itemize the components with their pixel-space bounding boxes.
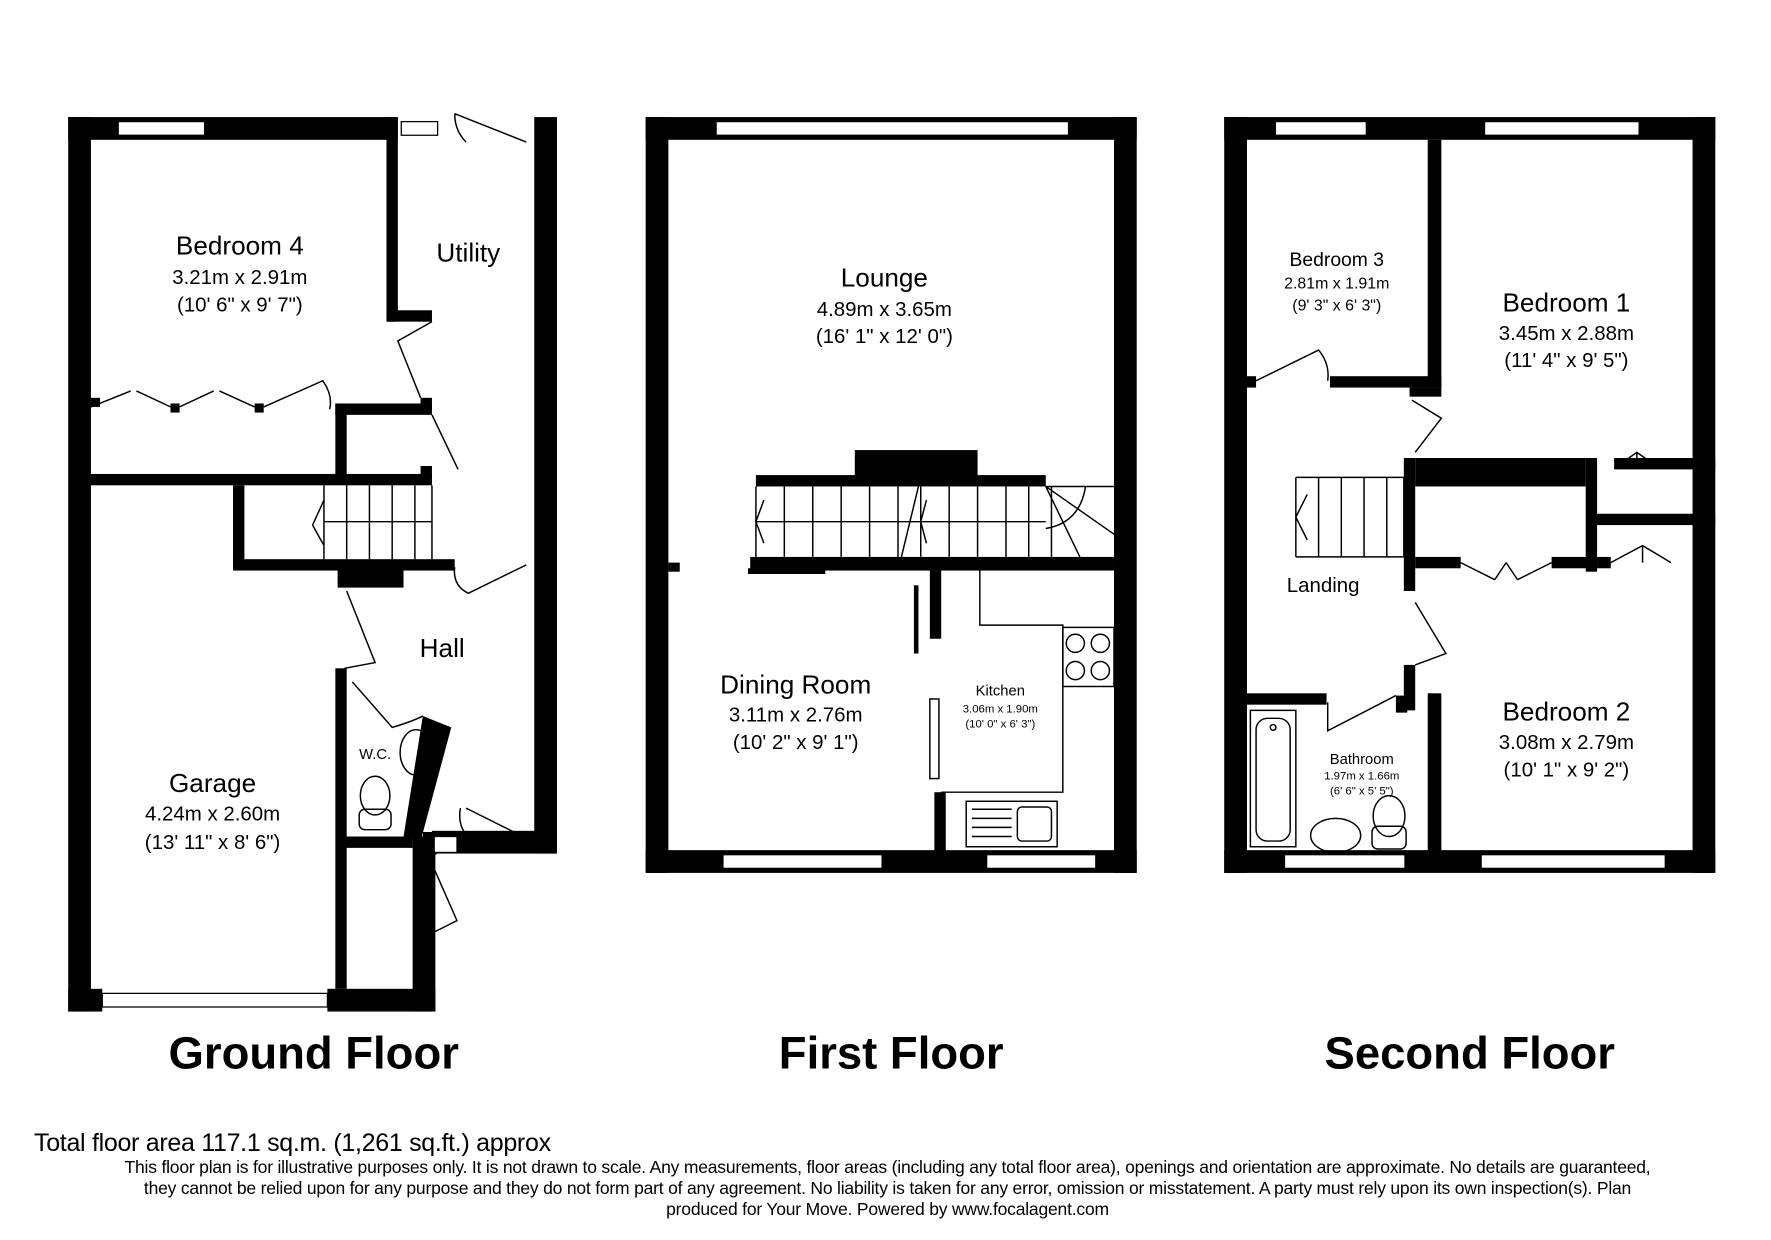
room-size-bedroom2-imperial: (10' 1" x 9' 2") — [1504, 758, 1630, 781]
room-name-bedroom3: Bedroom 3 — [1290, 250, 1384, 271]
room-size-bedroom1-imperial: (11' 4" x 9' 5") — [1504, 349, 1628, 372]
room-name-landing: Landing — [1287, 574, 1360, 597]
room-size-bedroom4-imperial: (10' 6" x 9' 7") — [177, 293, 303, 316]
disclaimer-line-1: This floor plan is for illustrative purp… — [124, 1157, 1651, 1177]
room-name-garage: Garage — [169, 768, 256, 798]
disclaimer-line-2: they cannot be relied upon for any purpo… — [143, 1178, 1632, 1198]
room-size-kitchen-metric: 3.06m x 1.90m — [963, 704, 1038, 716]
first-floor-plan — [645, 117, 1137, 873]
second-floor-plan — [1224, 117, 1716, 873]
room-size-bedroom2-metric: 3.08m x 2.79m — [1499, 731, 1634, 754]
room-name-kitchen: Kitchen — [976, 684, 1025, 700]
total-floor-area: Total floor area 117.1 sq.m. (1,261 sq.f… — [34, 1129, 551, 1157]
room-size-bathroom-imperial: (6' 6" x 5' 5") — [1330, 785, 1394, 797]
disclaimer: This floor plan is for illustrative purp… — [30, 1157, 1745, 1220]
room-size-lounge-imperial: (16' 1" x 12' 0") — [816, 325, 953, 348]
floor-title-ground: Ground Floor — [169, 1027, 459, 1078]
room-name-utility: Utility — [436, 237, 501, 267]
room-name-wc: W.C. — [359, 747, 391, 763]
room-size-garage-imperial: (13' 11" x 8' 6") — [145, 831, 281, 854]
room-name-lounge: Lounge — [841, 262, 928, 292]
room-name-bedroom4: Bedroom 4 — [176, 231, 304, 261]
ground-floor-plan — [68, 112, 557, 1012]
room-name-bathroom: Bathroom — [1330, 752, 1394, 768]
room-name-bedroom1: Bedroom 1 — [1502, 287, 1630, 317]
room-size-lounge-metric: 4.89m x 3.65m — [817, 298, 952, 321]
room-size-bedroom3-metric: 2.81m x 1.91m — [1284, 276, 1389, 293]
room-name-dining-room: Dining Room — [720, 669, 871, 699]
room-size-dining-imperial: (10' 2" x 9' 1") — [733, 731, 859, 754]
room-size-bathroom-metric: 1.97m x 1.66m — [1324, 771, 1399, 783]
room-name-bedroom2: Bedroom 2 — [1502, 697, 1630, 727]
room-size-garage-metric: 4.24m x 2.60m — [145, 803, 280, 826]
floor-title-first: First Floor — [779, 1027, 1004, 1078]
floor-title-second: Second Floor — [1325, 1027, 1615, 1078]
room-size-bedroom1-metric: 3.45m x 2.88m — [1499, 322, 1634, 345]
room-name-hall: Hall — [420, 633, 465, 663]
disclaimer-line-3: produced for Your Move. Powered by www.f… — [666, 1199, 1109, 1219]
room-size-dining-metric: 3.11m x 2.76m — [729, 704, 863, 727]
room-size-bedroom4-metric: 3.21m x 2.91m — [172, 266, 307, 289]
room-size-kitchen-imperial: (10' 0" x 6' 3") — [965, 718, 1035, 730]
room-size-bedroom3-imperial: (9' 3" x 6' 3") — [1292, 297, 1381, 314]
